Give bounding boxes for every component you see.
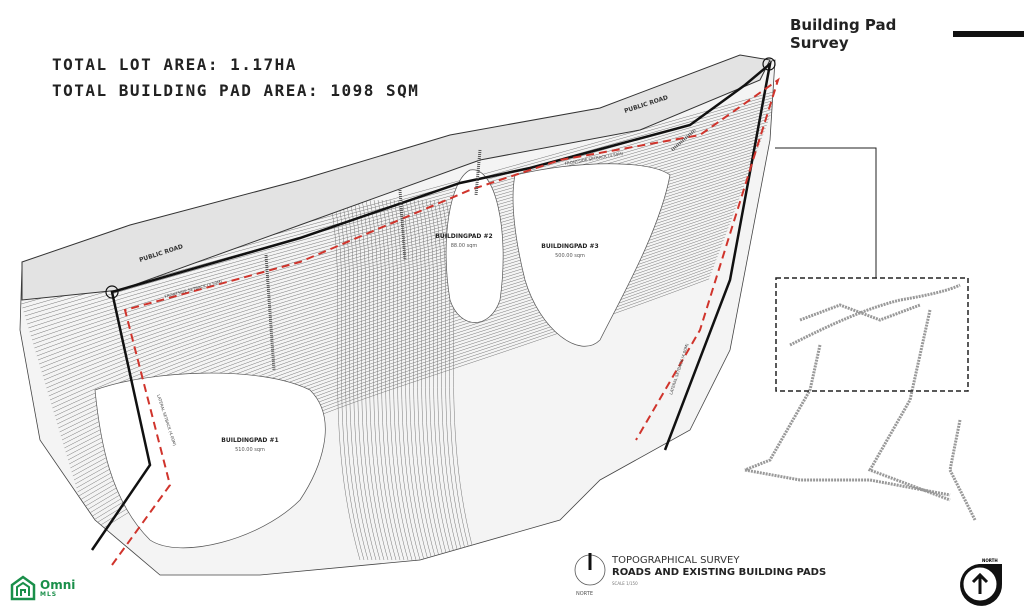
setback-line bbox=[111, 77, 780, 566]
logo-name: Omni bbox=[40, 577, 76, 592]
property-corner-marker bbox=[105, 285, 119, 299]
inset-highlight-box bbox=[775, 277, 969, 392]
contour-line bbox=[337, 199, 369, 561]
contour-line bbox=[333, 199, 365, 561]
legend-title: ROADS AND EXISTING BUILDING PADS bbox=[612, 567, 827, 578]
contour-line bbox=[28, 112, 772, 329]
pad-name: BUILDINGPAD #2 bbox=[435, 233, 492, 240]
contour-line bbox=[417, 199, 449, 561]
area-summary: TOTAL LOT AREA: 1.17HA TOTAL BUILDING PA… bbox=[52, 52, 419, 104]
pad-name: BUILDINGPAD #1 bbox=[221, 437, 278, 444]
pad-area: 510.00 sqm bbox=[235, 447, 265, 453]
inset-location-map bbox=[744, 283, 977, 521]
contour-line bbox=[421, 199, 453, 561]
contour-line bbox=[345, 199, 377, 561]
north-label: NORTH bbox=[982, 558, 998, 563]
total-lot-area: TOTAL LOT AREA: 1.17HA bbox=[52, 55, 297, 74]
legend-subtitle: TOPOGRAPHICAL SURVEY bbox=[612, 555, 740, 566]
norte-label: NORTE bbox=[576, 591, 593, 597]
contour-line bbox=[425, 199, 457, 561]
contour-line bbox=[369, 199, 401, 561]
pad-area: 88.00 sqm bbox=[451, 243, 478, 249]
north-arrow-icon bbox=[960, 564, 1003, 606]
property-corner-marker bbox=[762, 57, 776, 71]
building-pad-2-area bbox=[445, 169, 504, 323]
pad-area: 500.00 sqm bbox=[555, 253, 585, 259]
contour-line bbox=[397, 199, 429, 561]
contour-line bbox=[357, 199, 389, 561]
contour-line bbox=[385, 199, 417, 561]
title-bar bbox=[953, 31, 1024, 37]
contour-line bbox=[377, 199, 409, 561]
contour-line bbox=[361, 199, 393, 561]
contour-line bbox=[349, 199, 381, 561]
contour-line bbox=[329, 199, 361, 561]
contour-line bbox=[437, 199, 469, 561]
contour-line bbox=[405, 199, 437, 561]
contour-line bbox=[429, 199, 461, 561]
omni-mls-logo[interactable]: Omni MLS bbox=[10, 575, 75, 601]
contour-line bbox=[27, 108, 773, 325]
inset-leader-line bbox=[775, 147, 877, 278]
building-pad-3-area bbox=[512, 163, 671, 347]
contour-line bbox=[393, 199, 425, 561]
page-title-text: Building Pad Survey bbox=[790, 16, 897, 52]
house-logo-icon bbox=[10, 575, 36, 601]
page-title: Building Pad Survey bbox=[790, 16, 1024, 52]
contour-line bbox=[373, 199, 405, 561]
total-pad-area: TOTAL BUILDING PAD AREA: 1098 SQM bbox=[52, 81, 420, 100]
contour-line bbox=[365, 199, 397, 561]
contour-line bbox=[413, 199, 445, 561]
contour-line bbox=[353, 199, 385, 561]
pad-name: BUILDINGPAD #3 bbox=[541, 243, 598, 250]
contour-line bbox=[409, 199, 441, 561]
legend-scale: SCALE 1/150 bbox=[612, 581, 638, 586]
drawing-legend: NORTE TOPOGRAPHICAL SURVEY ROADS AND EXI… bbox=[572, 550, 826, 600]
contour-line bbox=[381, 199, 413, 561]
public-road bbox=[21, 54, 771, 301]
north-arrow: NORTH bbox=[956, 558, 1006, 608]
property-line bbox=[90, 60, 772, 551]
contour-line bbox=[389, 199, 421, 561]
retaining-walls bbox=[264, 128, 696, 371]
contour-line bbox=[25, 105, 775, 321]
contour-line bbox=[433, 199, 465, 561]
contour-line bbox=[29, 115, 771, 333]
logo-sub: MLS bbox=[40, 590, 58, 598]
contour-line bbox=[401, 199, 433, 561]
norte-compass-icon bbox=[574, 553, 606, 586]
contour-line bbox=[30, 118, 770, 337]
